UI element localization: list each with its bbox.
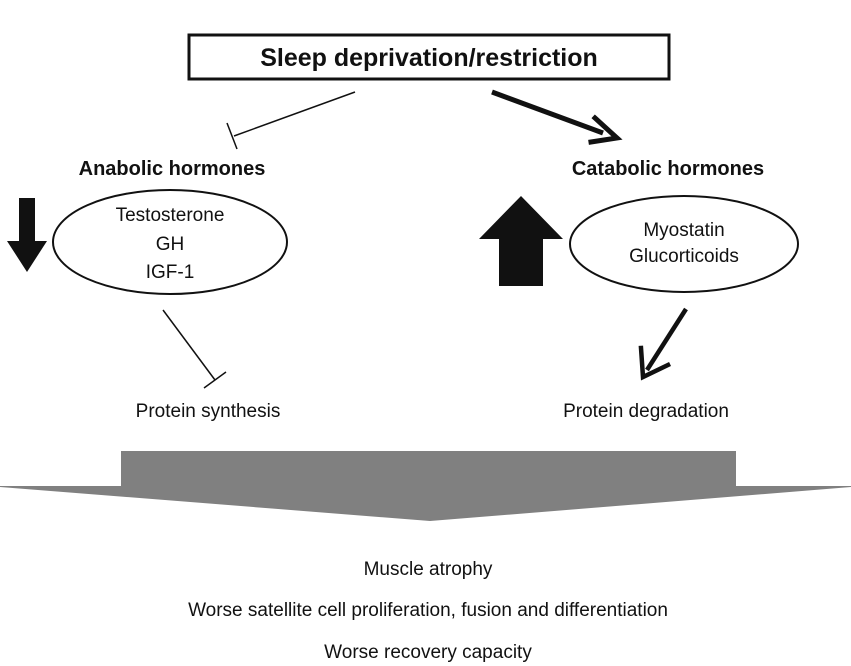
stimulate-catabolic-line bbox=[491, 89, 604, 136]
catabolic-heading: Catabolic hormones bbox=[572, 158, 764, 180]
hormone-gh: GH bbox=[156, 234, 185, 255]
stimulate-degradation-arrowhead bbox=[638, 345, 672, 381]
protein-synthesis-label: Protein synthesis bbox=[136, 401, 281, 422]
inhibit-anabolic-bar bbox=[226, 122, 238, 150]
outcome-satellite-cell: Worse satellite cell proliferation, fusi… bbox=[188, 600, 668, 621]
inhibit-synthesis-line bbox=[162, 309, 216, 381]
anabolic-hormones-ellipse bbox=[52, 189, 288, 295]
hormone-glucorticoids: Glucorticoids bbox=[629, 246, 739, 267]
stimulate-degradation-line bbox=[645, 307, 688, 372]
inhibit-synthesis-bar bbox=[203, 371, 227, 389]
sleep-deprivation-box bbox=[187, 33, 671, 81]
stimulate-catabolic-arrowhead bbox=[588, 114, 623, 145]
down-arrow-icon bbox=[7, 198, 47, 272]
inhibit-anabolic-line bbox=[233, 91, 356, 137]
protein-degradation-label: Protein degradation bbox=[563, 401, 729, 422]
sleep-deprivation-label: Sleep deprivation/restriction bbox=[260, 44, 598, 72]
up-arrow-icon bbox=[479, 196, 563, 286]
hormone-testosterone: Testosterone bbox=[116, 205, 225, 226]
catabolic-hormones-ellipse bbox=[569, 195, 799, 293]
big-down-arrow bbox=[0, 451, 851, 521]
hormone-igf1: IGF-1 bbox=[146, 262, 195, 283]
outcome-muscle-atrophy: Muscle atrophy bbox=[364, 559, 493, 580]
anabolic-heading: Anabolic hormones bbox=[79, 158, 266, 180]
hormone-myostatin: Myostatin bbox=[643, 220, 724, 241]
outcome-recovery-capacity: Worse recovery capacity bbox=[324, 642, 532, 663]
